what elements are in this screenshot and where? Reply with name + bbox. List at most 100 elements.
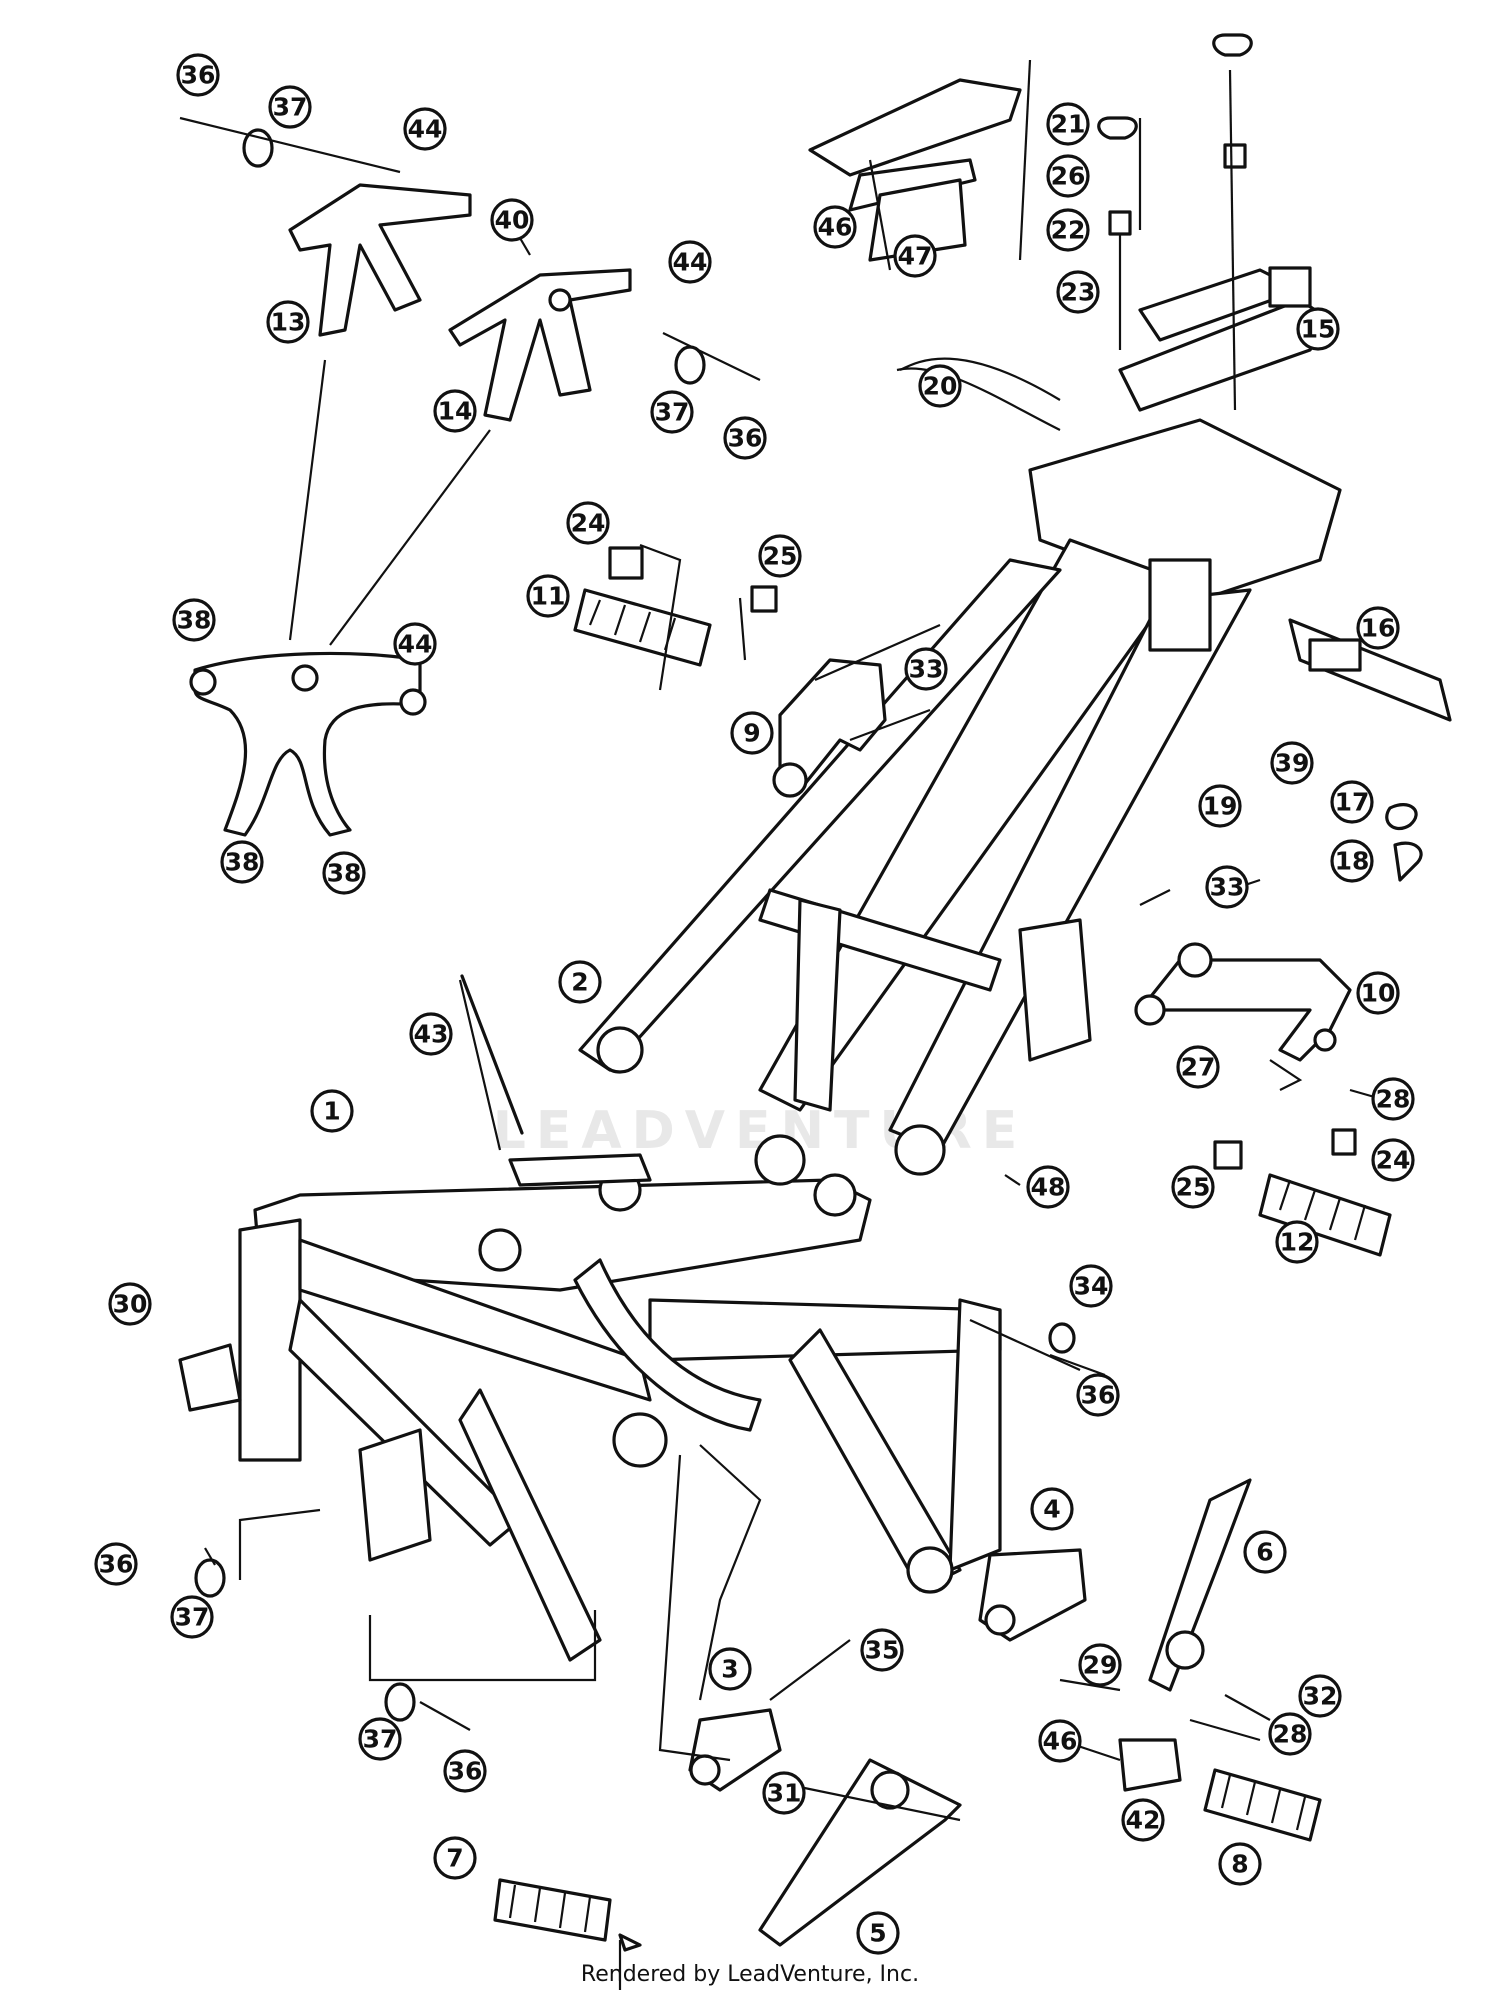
callout-19: 25 xyxy=(758,534,802,578)
stay-9 xyxy=(772,658,887,798)
callout-label: 44 xyxy=(408,115,443,144)
callout-label: 44 xyxy=(673,248,708,277)
callout-7: 14 xyxy=(433,389,477,433)
callout-13: 26 xyxy=(1046,154,1090,198)
callout-25: 38 xyxy=(220,840,264,884)
callout-23: 38 xyxy=(172,598,216,642)
callout-27: 16 xyxy=(1356,606,1400,650)
callout-label: 37 xyxy=(273,93,308,122)
callout-label: 17 xyxy=(1335,788,1370,817)
callout-label: 43 xyxy=(414,1020,449,1049)
callout-53: 35 xyxy=(860,1628,904,1672)
callout-36: 27 xyxy=(1176,1045,1220,1089)
pivot-42 xyxy=(1118,1738,1182,1792)
footer-credit: Rendered by LeadVenture, Inc. xyxy=(580,1962,920,1987)
callout-label: 12 xyxy=(1280,1228,1315,1257)
callout-39: 24 xyxy=(1371,1138,1415,1182)
callout-label: 44 xyxy=(398,630,433,659)
callout-55: 36 xyxy=(443,1749,487,1793)
callout-47: 37 xyxy=(170,1595,214,1639)
callout-37: 28 xyxy=(1371,1077,1415,1121)
callout-label: 5 xyxy=(869,1919,886,1948)
lever-5 xyxy=(758,1758,962,1947)
callout-label: 7 xyxy=(446,1844,463,1873)
callout-label: 23 xyxy=(1061,278,1096,307)
bracket-16 xyxy=(1288,618,1452,722)
callout-38: 25 xyxy=(1171,1165,1215,1209)
callout-label: 20 xyxy=(923,372,958,401)
callout-label: 39 xyxy=(1275,749,1310,778)
callout-45: 36 xyxy=(1076,1373,1120,1417)
callout-label: 34 xyxy=(1074,1272,1109,1301)
callout-label: 13 xyxy=(271,308,306,337)
callout-10: 46 xyxy=(813,205,857,249)
callout-8: 37 xyxy=(650,390,694,434)
hardware xyxy=(194,33,1423,1722)
callout-30: 17 xyxy=(1330,780,1374,824)
callout-label: 6 xyxy=(1256,1538,1273,1567)
callout-label: 25 xyxy=(1176,1173,1211,1202)
callout-label: 16 xyxy=(1361,614,1396,643)
callout-label: 33 xyxy=(909,655,944,684)
callout-16: 15 xyxy=(1296,307,1340,351)
callout-42: 1 xyxy=(310,1089,354,1133)
bracket-4 xyxy=(978,1548,1087,1642)
callout-label: 11 xyxy=(531,582,566,611)
callout-label: 1 xyxy=(323,1097,340,1126)
callout-label: 33 xyxy=(1210,873,1245,902)
callout-54: 37 xyxy=(358,1717,402,1761)
sub-frame xyxy=(578,418,1342,1186)
callout-label: 38 xyxy=(177,606,212,635)
callout-4: 40 xyxy=(490,198,534,242)
main-frame xyxy=(178,1153,1002,1662)
callout-label: 8 xyxy=(1231,1850,1248,1879)
callout-label: 4 xyxy=(1043,1495,1060,1524)
callout-label: 36 xyxy=(1081,1381,1116,1410)
callout-35: 10 xyxy=(1356,971,1400,1015)
callout-61: 8 xyxy=(1218,1842,1262,1886)
callout-label: 24 xyxy=(571,509,606,538)
bracket-13 xyxy=(288,183,472,337)
callout-33: 43 xyxy=(409,1012,453,1056)
callout-label: 46 xyxy=(818,213,853,242)
callout-58: 31 xyxy=(762,1771,806,1815)
callout-43: 30 xyxy=(108,1282,152,1326)
footpeg-rubber-8 xyxy=(1203,1768,1322,1842)
callout-label: 15 xyxy=(1301,315,1336,344)
callout-label: 36 xyxy=(448,1757,483,1786)
callout-51: 32 xyxy=(1298,1674,1342,1718)
callout-31: 18 xyxy=(1330,839,1374,883)
bracket-14 xyxy=(448,268,632,422)
mount-plate-38 xyxy=(189,651,427,837)
footpeg-rubber-7 xyxy=(493,1878,612,1942)
tray-46 xyxy=(808,78,1022,262)
callout-label: 9 xyxy=(743,719,760,748)
callout-20: 11 xyxy=(526,574,570,618)
callout-15: 23 xyxy=(1056,270,1100,314)
tray-15 xyxy=(1118,266,1332,412)
callout-52: 3 xyxy=(708,1647,752,1691)
callout-label: 36 xyxy=(181,61,216,90)
callout-34: 33 xyxy=(1205,865,1249,909)
callout-label: 37 xyxy=(655,398,690,427)
callout-label: 47 xyxy=(898,242,933,271)
callout-32: 2 xyxy=(558,960,602,1004)
callout-label: 27 xyxy=(1181,1053,1216,1082)
callout-44: 34 xyxy=(1069,1264,1113,1308)
callout-label: 14 xyxy=(438,397,473,426)
callout-label: 30 xyxy=(113,1290,148,1319)
callout-9: 36 xyxy=(723,416,767,460)
callout-57: 28 xyxy=(1268,1712,1312,1756)
footpeg-rubber-11 xyxy=(573,588,712,667)
lever-6 xyxy=(1148,1478,1252,1692)
callout-60: 7 xyxy=(433,1836,477,1880)
callout-label: 29 xyxy=(1083,1651,1118,1680)
callout-label: 40 xyxy=(495,206,530,235)
callout-label: 37 xyxy=(175,1603,210,1632)
leader-lines xyxy=(179,59,1386,1990)
callout-56: 46 xyxy=(1038,1719,1082,1763)
callout-label: 36 xyxy=(99,1550,134,1579)
callout-label: 32 xyxy=(1303,1682,1338,1711)
callout-label: 42 xyxy=(1126,1806,1161,1835)
callout-2: 37 xyxy=(268,85,312,129)
